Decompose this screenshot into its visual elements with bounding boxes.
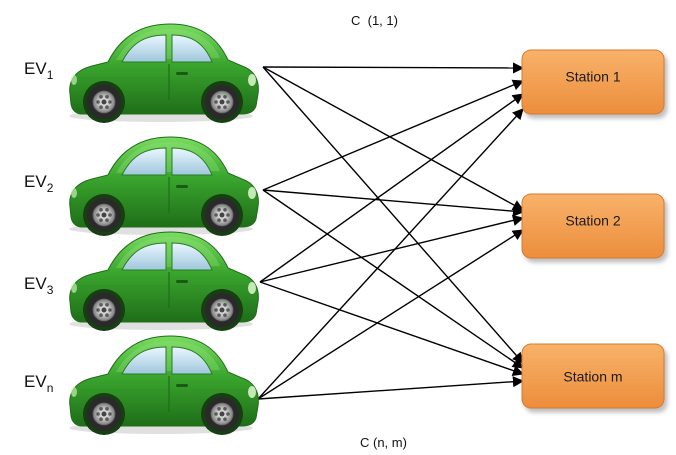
ev-label: EV2 xyxy=(24,172,54,195)
station-node: Station 2 xyxy=(521,193,665,259)
connection-arrow xyxy=(259,281,525,376)
station-layer: Station 1 Station 2 Station m xyxy=(521,49,665,409)
station-label: Station m xyxy=(563,369,622,385)
connection-arrow xyxy=(262,62,525,74)
ev-label: EV3 xyxy=(24,274,54,297)
ev-label: EVn xyxy=(24,372,53,395)
station-label: Station 2 xyxy=(565,213,620,229)
car-layer xyxy=(69,23,259,435)
ev-row: EV1 xyxy=(24,59,54,82)
connection-arrow xyxy=(262,189,525,217)
connection-arrow xyxy=(262,189,524,369)
connection-arrow xyxy=(259,214,525,283)
station-node: Station m xyxy=(521,343,665,409)
connection-arrow xyxy=(257,229,524,400)
station-box xyxy=(521,343,665,409)
cost-label-top: C (1, 1) xyxy=(351,13,398,28)
station-box xyxy=(521,49,665,115)
ev-label: EV1 xyxy=(24,59,54,82)
car-icon xyxy=(69,23,259,123)
ev-row: EVn xyxy=(24,372,53,395)
connection-arrow xyxy=(262,79,525,191)
connection-arrow xyxy=(257,108,524,400)
connection-arrow xyxy=(259,93,524,283)
ev-row: EV2 xyxy=(24,172,54,195)
ev-layer: EV1 EV2 EV3 EVn xyxy=(24,59,54,395)
connection-arrow xyxy=(257,376,525,400)
ev-row: EV3 xyxy=(24,274,54,297)
station-node: Station 1 xyxy=(521,49,665,115)
car-icon xyxy=(69,231,259,331)
cost-label-bottom: C (n, m) xyxy=(360,435,407,450)
car-icon xyxy=(69,136,259,236)
connection-arrow xyxy=(262,66,524,211)
connection-arrow xyxy=(262,66,524,364)
edge-layer xyxy=(257,62,525,400)
station-label: Station 1 xyxy=(565,69,620,85)
car-icon xyxy=(69,335,259,435)
station-box xyxy=(521,193,665,259)
